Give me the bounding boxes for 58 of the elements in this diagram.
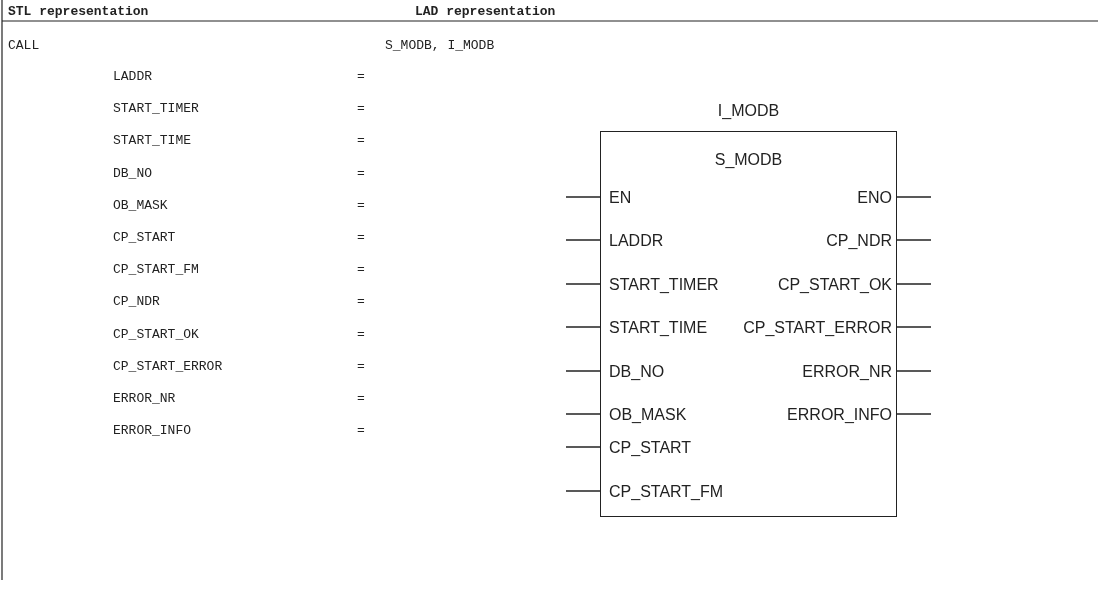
- input-pin-name: START_TIME: [601, 318, 708, 338]
- output-pin-name: CP_NDR: [826, 231, 896, 251]
- keyword-text: CALL: [8, 38, 40, 54]
- parameter-name: CP_NDR: [113, 294, 160, 311]
- pin-connection-line: [565, 490, 601, 492]
- parameter-name: START_TIME: [113, 133, 191, 150]
- block-instance-name: I_MODB: [716, 101, 781, 121]
- assignment-sign: =: [357, 423, 365, 440]
- parameter-name: OB_MASK: [113, 197, 168, 214]
- parameter-name: CP_START: [113, 230, 176, 246]
- pin-connection-line: [896, 326, 932, 328]
- output-pin-name: ERROR_NR: [802, 362, 896, 382]
- pin-connection-line: [565, 283, 601, 285]
- pin-connection-line: [896, 370, 932, 372]
- output-pin-name: CP_START_OK: [777, 275, 896, 295]
- input-pin-name: LADDR: [601, 231, 664, 251]
- output-pin-name: ERROR_INFO: [787, 405, 896, 425]
- input-pin-name: CP_START: [601, 438, 692, 458]
- parameter-name: ERROR_NR: [113, 391, 176, 407]
- pin-connection-line: [565, 196, 601, 198]
- parameter-name: START_TIMER: [113, 101, 199, 118]
- parameter-name: DB_NO: [113, 165, 152, 182]
- pin-connection-line: [565, 370, 601, 372]
- assignment-sign: =: [357, 197, 365, 214]
- assignment-sign: =: [357, 133, 365, 150]
- output-pin-name: CP_START_ERROR: [743, 318, 896, 338]
- pin-connection-line: [896, 239, 932, 241]
- assignment-sign: =: [357, 69, 365, 85]
- assignment-sign: =: [357, 165, 365, 182]
- input-pin-name: OB_MASK: [601, 405, 687, 425]
- header-text: LAD representation: [415, 4, 556, 20]
- pin-connection-line: [896, 283, 932, 285]
- parameter-name: ERROR_INFO: [113, 423, 191, 440]
- parameter-name: CP_START_OK: [113, 326, 199, 343]
- header-text: STL representation: [8, 4, 149, 20]
- output-pin-name: ENO: [857, 188, 896, 208]
- block-type-name: S_MODB: [713, 150, 784, 170]
- assignment-sign: =: [357, 294, 365, 311]
- pin-connection-line: [565, 326, 601, 328]
- input-pin-name: DB_NO: [601, 362, 665, 382]
- pin-connection-line: [896, 413, 932, 415]
- assignment-sign: =: [357, 262, 365, 279]
- input-pin-name: START_TIMER: [601, 275, 719, 295]
- assignment-sign: =: [357, 230, 365, 246]
- pin-connection-line: [896, 196, 932, 198]
- assignment-sign: =: [357, 391, 365, 407]
- input-pin-name: EN: [601, 188, 632, 208]
- assignment-sign: =: [357, 326, 365, 343]
- input-pin-name: CP_START_FM: [601, 482, 724, 502]
- parameter-name: LADDR: [113, 69, 152, 85]
- pin-connection-line: [565, 446, 601, 448]
- parameter-name: CP_START_ERROR: [113, 358, 223, 375]
- assignment-sign: =: [357, 101, 365, 118]
- pin-connection-line: [565, 413, 601, 415]
- call-operands-text: S_MODB, I_MODB: [385, 38, 495, 54]
- pin-connection-line: [565, 239, 601, 241]
- parameter-name: CP_START_FM: [113, 262, 199, 279]
- assignment-sign: =: [357, 358, 365, 375]
